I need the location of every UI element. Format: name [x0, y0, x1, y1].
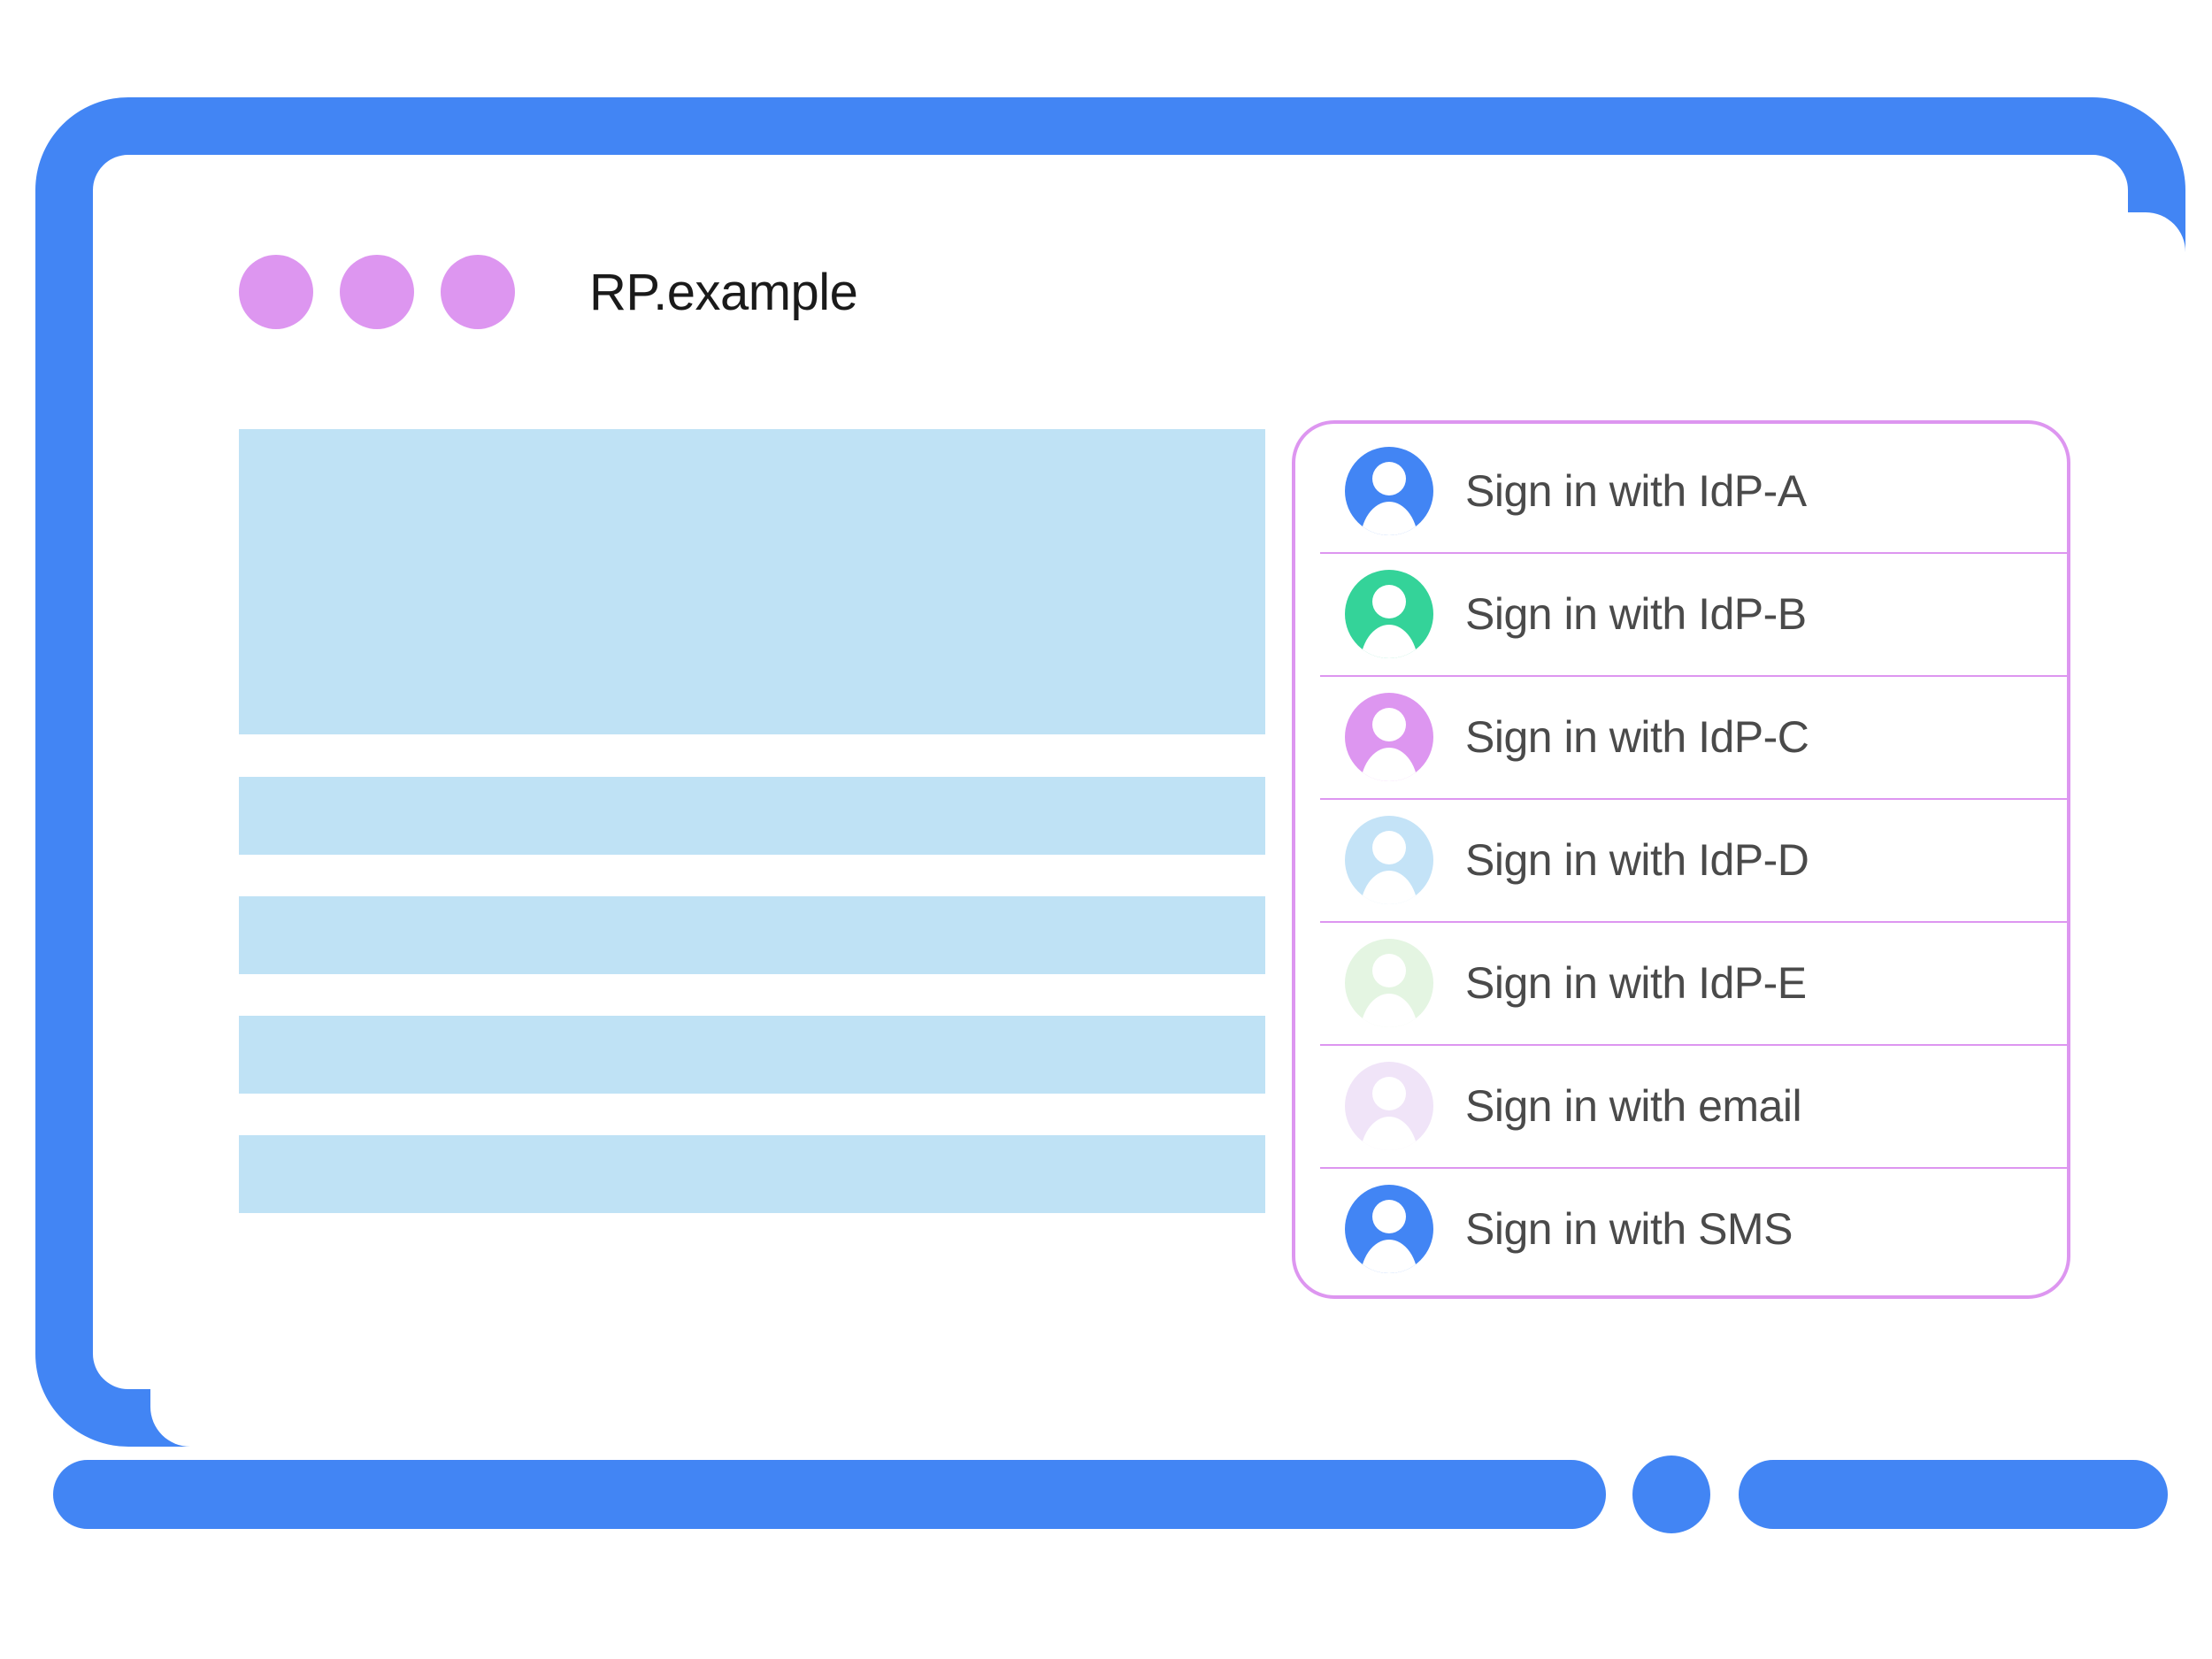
device-base-bar-right — [1739, 1460, 2168, 1529]
account-row-idp-b[interactable]: Sign in with IdP-B — [1295, 552, 2067, 675]
person-avatar-icon — [1345, 938, 1433, 1027]
text-placeholder-line-2 — [239, 896, 1265, 974]
account-label: Sign in with SMS — [1465, 1203, 1793, 1254]
text-placeholder-line-1 — [239, 777, 1265, 855]
browser-title-bar: RP.example — [239, 255, 858, 329]
person-avatar-icon — [1345, 815, 1433, 904]
account-label: Sign in with IdP-C — [1465, 711, 1809, 762]
person-avatar-icon — [1345, 1061, 1433, 1150]
window-dot-3[interactable] — [441, 255, 515, 329]
account-row-idp-e[interactable]: Sign in with IdP-E — [1295, 921, 2067, 1044]
account-row-sms[interactable]: Sign in with SMS — [1295, 1167, 2067, 1290]
device-bezel: RP.example Sign in with IdP-A — [35, 97, 2185, 1447]
account-label: Sign in with IdP-B — [1465, 588, 1807, 639]
account-chooser-panel: Sign in with IdP-A Sign in with IdP-B Si… — [1292, 420, 2070, 1299]
account-label: Sign in with IdP-D — [1465, 834, 1809, 885]
hero-placeholder-block — [239, 429, 1265, 734]
text-placeholder-line-4 — [239, 1135, 1265, 1213]
device-frame: RP.example Sign in with IdP-A — [35, 97, 2185, 1548]
device-base-bar-left — [53, 1460, 1606, 1529]
account-row-email[interactable]: Sign in with email — [1295, 1044, 2067, 1167]
window-dot-1[interactable] — [239, 255, 313, 329]
account-row-idp-a[interactable]: Sign in with IdP-A — [1295, 429, 2067, 552]
page-content-placeholders — [239, 429, 1265, 1213]
account-label: Sign in with IdP-E — [1465, 957, 1807, 1008]
account-label: Sign in with IdP-A — [1465, 465, 1807, 516]
account-label: Sign in with email — [1465, 1080, 1802, 1131]
home-button[interactable] — [1632, 1455, 1710, 1533]
window-dot-2[interactable] — [340, 255, 414, 329]
person-avatar-icon — [1345, 446, 1433, 535]
person-avatar-icon — [1345, 692, 1433, 781]
person-avatar-icon — [1345, 569, 1433, 658]
account-row-idp-c[interactable]: Sign in with IdP-C — [1295, 675, 2067, 798]
person-avatar-icon — [1345, 1184, 1433, 1273]
browser-screen: RP.example Sign in with IdP-A — [150, 212, 2185, 1447]
account-row-idp-d[interactable]: Sign in with IdP-D — [1295, 798, 2067, 921]
text-placeholder-line-3 — [239, 1016, 1265, 1094]
page-title: RP.example — [589, 263, 858, 321]
